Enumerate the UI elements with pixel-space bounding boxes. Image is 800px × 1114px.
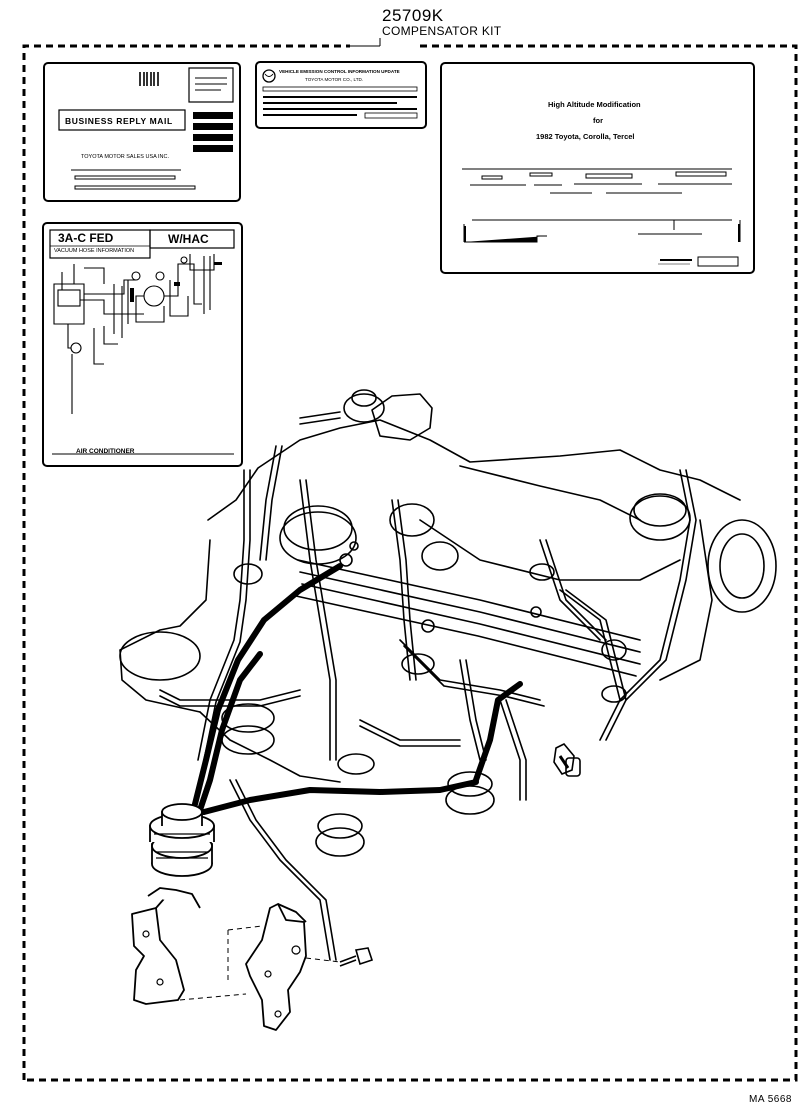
instruction-title-line3: 1982 Toyota, Corolla, Tercel xyxy=(536,132,635,141)
emission-update-label: VEHICLE EMISSION CONTROL INFORMATION UPD… xyxy=(255,61,427,129)
kit-name: COMPENSATOR KIT xyxy=(382,24,502,38)
vacuum-label-footer: AIR CONDITIONER xyxy=(76,448,135,455)
business-reply-card: BUSINESS REPLY MAIL TOYOTA MOTOR SALES U… xyxy=(43,62,241,202)
vacuum-label-subtitle: VACUUM HOSE INFORMATION xyxy=(54,248,135,254)
emission-label-maker: TOYOTA MOTOR CO., LTD. xyxy=(305,77,364,82)
reference-code: MA 5668 xyxy=(749,1094,792,1105)
vacuum-hose-label: 3A-C FED W/HAC VACUUM HOSE INFORMATION A… xyxy=(42,222,243,467)
reply-card-company: TOYOTA MOTOR SALES USA INC. xyxy=(81,154,170,160)
instruction-sheet: High Altitude Modification for 1982 Toyo… xyxy=(440,62,755,274)
reply-card-heading: BUSINESS REPLY MAIL xyxy=(65,116,173,126)
emission-label-title: VEHICLE EMISSION CONTROL INFORMATION UPD… xyxy=(279,69,400,74)
vacuum-label-engine: 3A-C FED xyxy=(58,231,114,245)
instruction-title-line1: High Altitude Modification xyxy=(548,100,641,109)
vacuum-label-option: W/HAC xyxy=(168,232,209,246)
part-number: 25709K xyxy=(382,6,444,25)
instruction-title-line2: for xyxy=(593,116,603,125)
